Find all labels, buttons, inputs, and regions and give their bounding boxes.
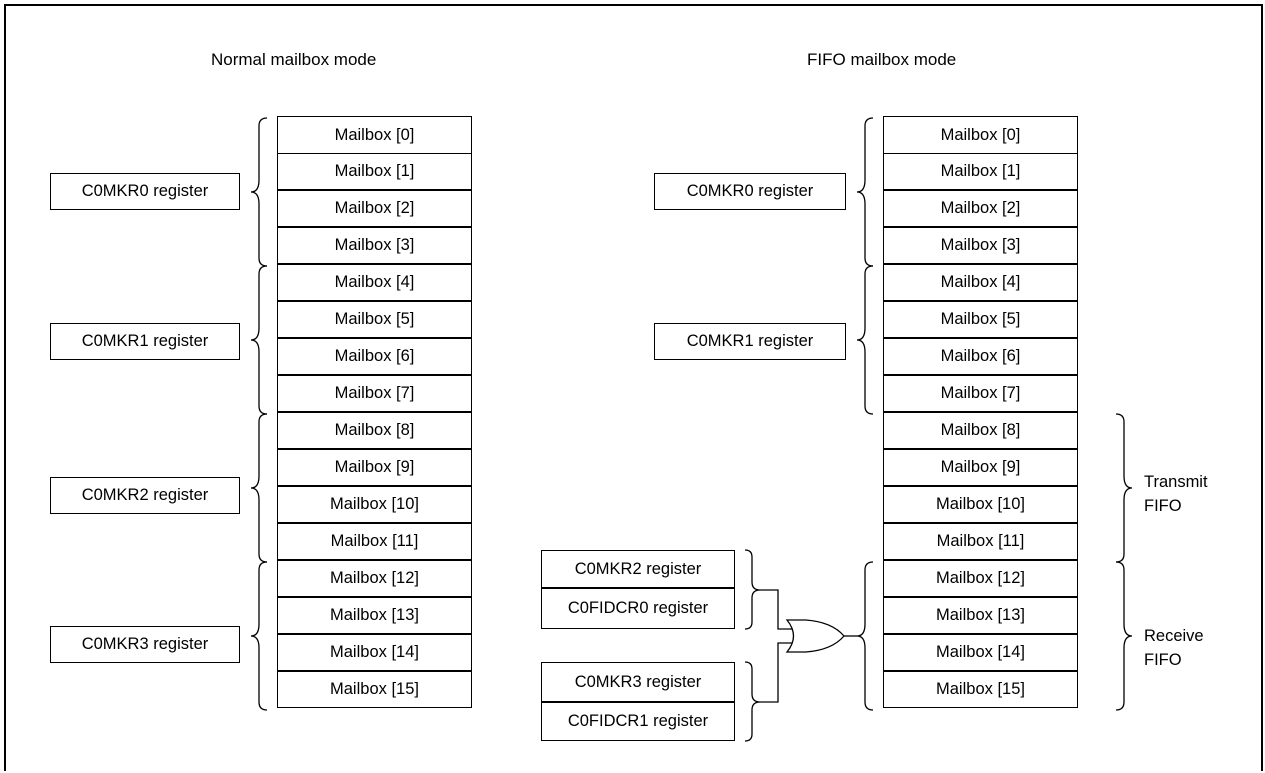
normal-mailbox-3: Mailbox [3] — [277, 227, 472, 264]
normal-mailbox-14: Mailbox [14] — [277, 634, 472, 671]
wire-upper — [760, 589, 792, 630]
receive-label-line2: FIFO — [1144, 651, 1182, 669]
normal-mailbox-8: Mailbox [8] — [277, 412, 472, 449]
fifo-mailbox-8: Mailbox [8] — [883, 412, 1078, 449]
normal-reg-mkr1: C0MKR1 register — [50, 323, 240, 360]
normal-mailbox-7: Mailbox [7] — [277, 375, 472, 412]
normal-mailbox-12: Mailbox [12] — [277, 560, 472, 597]
fifo-reg-mkr0: C0MKR0 register — [654, 173, 846, 210]
brace-fifo-0 — [856, 117, 874, 267]
brace-pair-upper — [744, 549, 761, 630]
normal-mailbox-1: Mailbox [1] — [277, 153, 472, 190]
normal-reg-mkr3: C0MKR3 register — [50, 626, 240, 663]
normal-reg-mkr0: C0MKR0 register — [50, 173, 240, 210]
receive-fifo-label: Receive FIFO — [1144, 624, 1204, 672]
normal-mailbox-11: Mailbox [11] — [277, 523, 472, 560]
fifo-reg-mkr1: C0MKR1 register — [654, 323, 846, 360]
fifo-mailbox-2: Mailbox [2] — [883, 190, 1078, 227]
or-gate — [785, 619, 845, 653]
fifo-reg-fidcr1: C0FIDCR1 register — [541, 702, 735, 741]
fifo-mailbox-5: Mailbox [5] — [883, 301, 1078, 338]
fifo-mailbox-6: Mailbox [6] — [883, 338, 1078, 375]
normal-mailbox-9: Mailbox [9] — [277, 449, 472, 486]
normal-mailbox-4: Mailbox [4] — [277, 264, 472, 301]
fifo-mailbox-11: Mailbox [11] — [883, 523, 1078, 560]
brace-normal-1 — [250, 265, 268, 415]
brace-normal-0 — [250, 117, 268, 267]
receive-label-line1: Receive — [1144, 627, 1204, 645]
normal-mailbox-5: Mailbox [5] — [277, 301, 472, 338]
fifo-mode-title: FIFO mailbox mode — [807, 50, 957, 69]
transmit-label-line2: FIFO — [1144, 497, 1182, 515]
fifo-mailbox-1: Mailbox [1] — [883, 153, 1078, 190]
fifo-mailbox-3: Mailbox [3] — [883, 227, 1078, 264]
brace-transmit-right — [1115, 413, 1133, 563]
fifo-reg-mkr2: C0MKR2 register — [541, 550, 735, 588]
brace-fifo-1 — [856, 265, 874, 415]
brace-pair-lower — [744, 661, 761, 742]
fifo-mailbox-12: Mailbox [12] — [883, 560, 1078, 597]
normal-mailbox-15: Mailbox [15] — [277, 671, 472, 708]
transmit-fifo-label: Transmit FIFO — [1144, 470, 1208, 518]
fifo-mailbox-0: Mailbox [0] — [883, 116, 1078, 154]
fifo-mailbox-13: Mailbox [13] — [883, 597, 1078, 634]
transmit-label-line1: Transmit — [1144, 473, 1208, 491]
normal-mailbox-13: Mailbox [13] — [277, 597, 472, 634]
diagram-frame — [4, 4, 1263, 771]
fifo-mailbox-9: Mailbox [9] — [883, 449, 1078, 486]
fifo-mailbox-10: Mailbox [10] — [883, 486, 1078, 523]
wire-lower — [760, 642, 792, 703]
fifo-mailbox-14: Mailbox [14] — [883, 634, 1078, 671]
fifo-mailbox-15: Mailbox [15] — [883, 671, 1078, 708]
fifo-mailbox-4: Mailbox [4] — [883, 264, 1078, 301]
normal-reg-mkr2: C0MKR2 register — [50, 477, 240, 514]
fifo-mailbox-7: Mailbox [7] — [883, 375, 1078, 412]
fifo-reg-fidcr0: C0FIDCR0 register — [541, 588, 735, 629]
brace-normal-3 — [250, 561, 268, 711]
brace-receive-right — [1115, 561, 1133, 711]
brace-fifo-receive-left — [856, 561, 874, 711]
normal-mailbox-6: Mailbox [6] — [277, 338, 472, 375]
brace-normal-2 — [250, 413, 268, 563]
fifo-reg-mkr3: C0MKR3 register — [541, 662, 735, 702]
normal-mailbox-10: Mailbox [10] — [277, 486, 472, 523]
normal-mailbox-0: Mailbox [0] — [277, 116, 472, 154]
normal-mailbox-2: Mailbox [2] — [277, 190, 472, 227]
normal-mode-title: Normal mailbox mode — [211, 50, 377, 69]
